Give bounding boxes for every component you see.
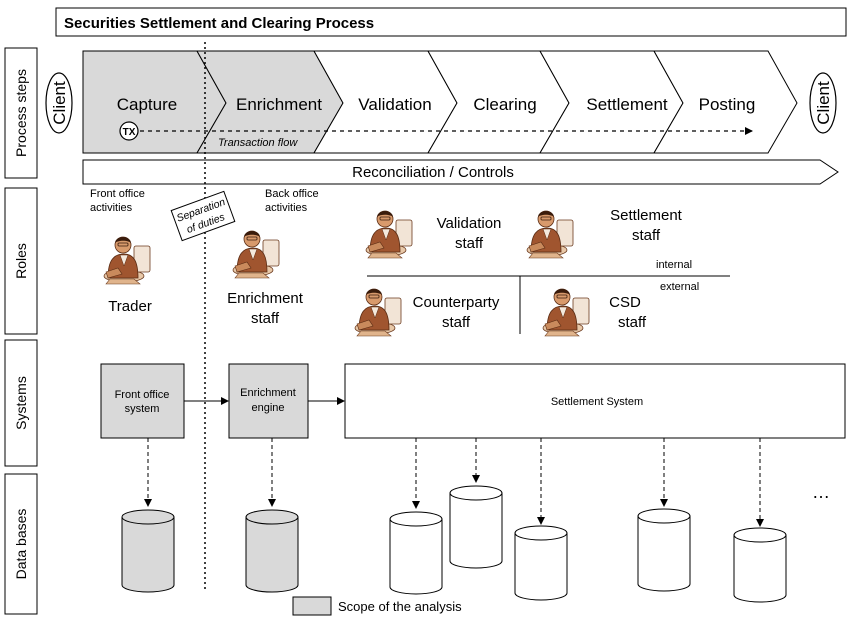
- step-label-posting: Posting: [699, 95, 756, 114]
- counterparty-staff-label-line1: Counterparty: [413, 294, 500, 311]
- lane-databases: Data bases: [4, 473, 38, 615]
- settlement-system-box: [344, 363, 846, 439]
- more-databases-ellipsis: …: [812, 482, 830, 502]
- trader-person-icon: [103, 236, 151, 285]
- process-step-posting: [653, 50, 798, 154]
- client-left-label: Client: [50, 81, 69, 125]
- title-box: [55, 7, 847, 37]
- lane-label-process: Process steps: [13, 69, 29, 157]
- client-left-oval: [45, 72, 73, 134]
- client-right-label: Client: [814, 81, 833, 125]
- enrichment-staff-label-line1: Enrichment: [227, 290, 304, 307]
- legend-swatch: [292, 596, 332, 616]
- lane-systems: Systems: [4, 339, 38, 467]
- validation-staff-label-line1: Validation: [437, 215, 502, 232]
- tx-badge-label: TX: [123, 127, 136, 138]
- reconciliation-bar: [82, 159, 839, 185]
- csd-staff-label-line1: CSD: [609, 294, 641, 311]
- lane-process-steps: Process steps: [4, 47, 38, 179]
- back-office-label-line2: activities: [265, 202, 308, 214]
- reconciliation-label: Reconciliation / Controls: [352, 164, 514, 181]
- csd-staff-label-line2: staff: [618, 314, 647, 331]
- separation-of-duties-tag: Separation of duties: [170, 190, 236, 242]
- step-label-settlement: Settlement: [586, 95, 668, 114]
- client-right-oval: [809, 72, 837, 134]
- step-label-validation: Validation: [358, 95, 431, 114]
- tx-badge: [119, 121, 139, 141]
- database-posting: [733, 527, 787, 603]
- database-connectors: [144, 438, 764, 527]
- database-front-office: [121, 509, 175, 593]
- front-office-system-label-line1: Front office: [115, 389, 170, 401]
- enrichment-engine-label-line1: Enrichment: [240, 387, 296, 399]
- database-clearing: [449, 485, 503, 569]
- front-office-system-label-line2: system: [125, 403, 160, 415]
- settlement-system-label: Settlement System: [551, 396, 643, 408]
- legend-label: Scope of the analysis: [338, 599, 462, 614]
- external-label: external: [660, 281, 699, 293]
- lane-label-databases: Data bases: [13, 509, 29, 580]
- front-office-label-line2: activities: [90, 202, 133, 214]
- lane-label-systems: Systems: [13, 376, 29, 430]
- back-office-label-line1: Back office: [265, 188, 319, 200]
- counterparty-staff-person-icon: [354, 288, 402, 337]
- database-enrichment: [245, 509, 299, 593]
- counterparty-staff-label-line2: staff: [442, 314, 471, 331]
- enrichment-staff-label-line2: staff: [251, 310, 280, 327]
- settlement-staff-person-icon: [526, 210, 574, 259]
- database-settlement-2: [637, 508, 691, 592]
- database-validation: [389, 511, 443, 595]
- diagram-title: Securities Settlement and Clearing Proce…: [64, 15, 374, 32]
- trader-label: Trader: [108, 298, 152, 315]
- settlement-staff-label-line2: staff: [632, 227, 661, 244]
- transaction-flow-label: Transaction flow: [218, 137, 298, 149]
- step-label-clearing: Clearing: [473, 95, 536, 114]
- validation-staff-person-icon: [365, 210, 413, 259]
- front-office-system-box: [100, 363, 185, 439]
- internal-label: internal: [656, 259, 692, 271]
- step-label-capture: Capture: [117, 95, 177, 114]
- lane-roles: Roles: [4, 187, 38, 335]
- enrichment-engine-label-line2: engine: [251, 402, 284, 414]
- step-label-enrichment: Enrichment: [236, 95, 322, 114]
- front-office-label-line1: Front office: [90, 188, 145, 200]
- settlement-staff-label-line1: Settlement: [610, 207, 683, 224]
- enrichment-staff-person-icon: [232, 230, 280, 279]
- validation-staff-label-line2: staff: [455, 235, 484, 252]
- csd-staff-person-icon: [542, 288, 590, 337]
- enrichment-engine-box: [228, 363, 309, 439]
- lane-label-roles: Roles: [13, 243, 29, 279]
- database-settlement-1: [514, 525, 568, 601]
